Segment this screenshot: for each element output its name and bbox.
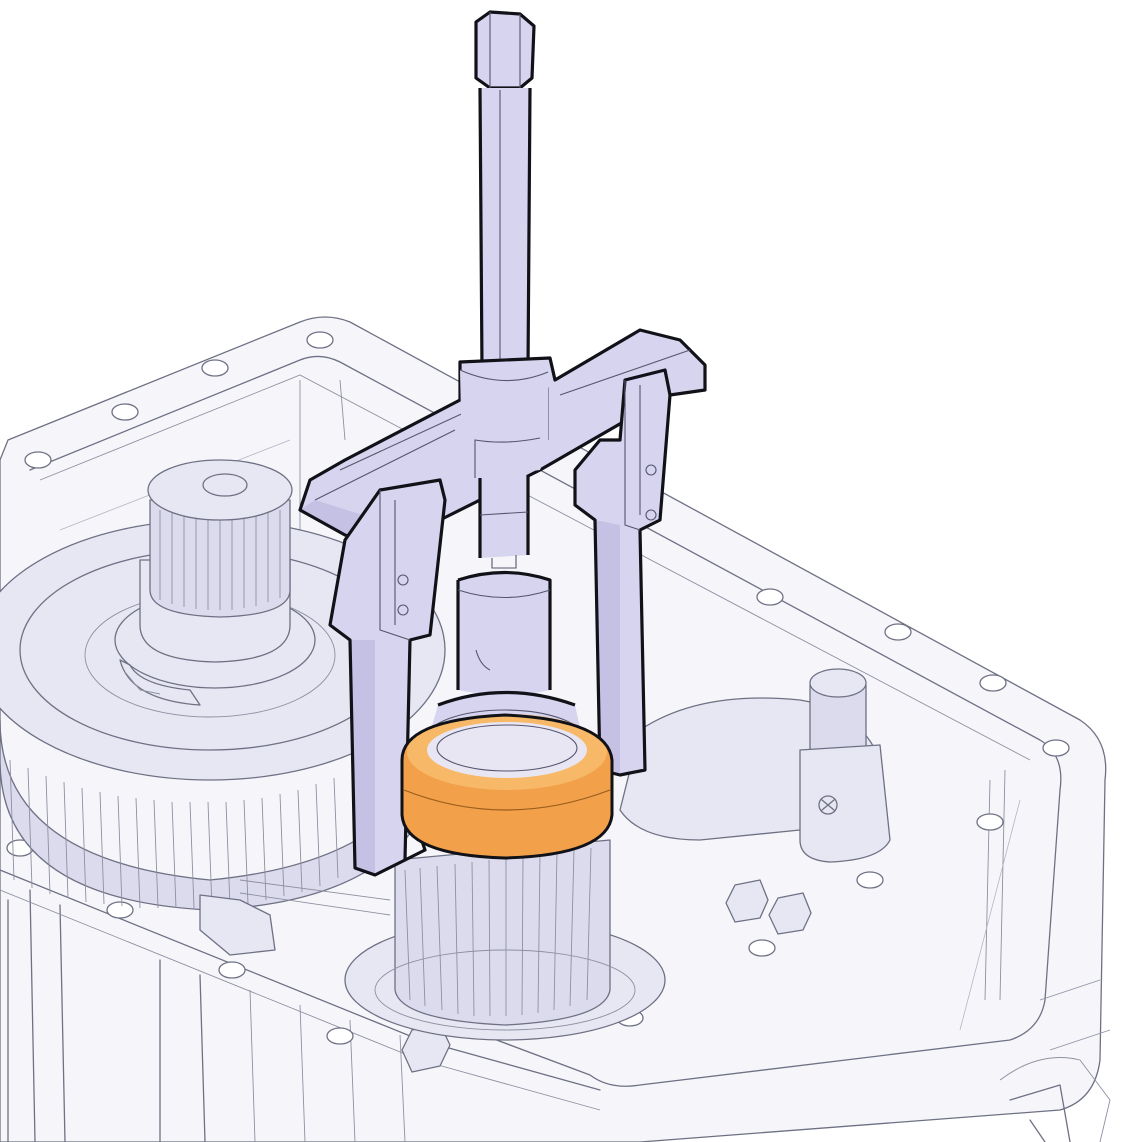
highlighted-bearing [400,713,614,860]
puller-spindle [474,10,536,371]
puller-right-arm [573,368,672,777]
large-helical-gear [0,459,446,911]
puller-screw-lower [478,475,530,569]
puller-left-arm [328,478,447,877]
pinion-gear [344,839,666,1041]
